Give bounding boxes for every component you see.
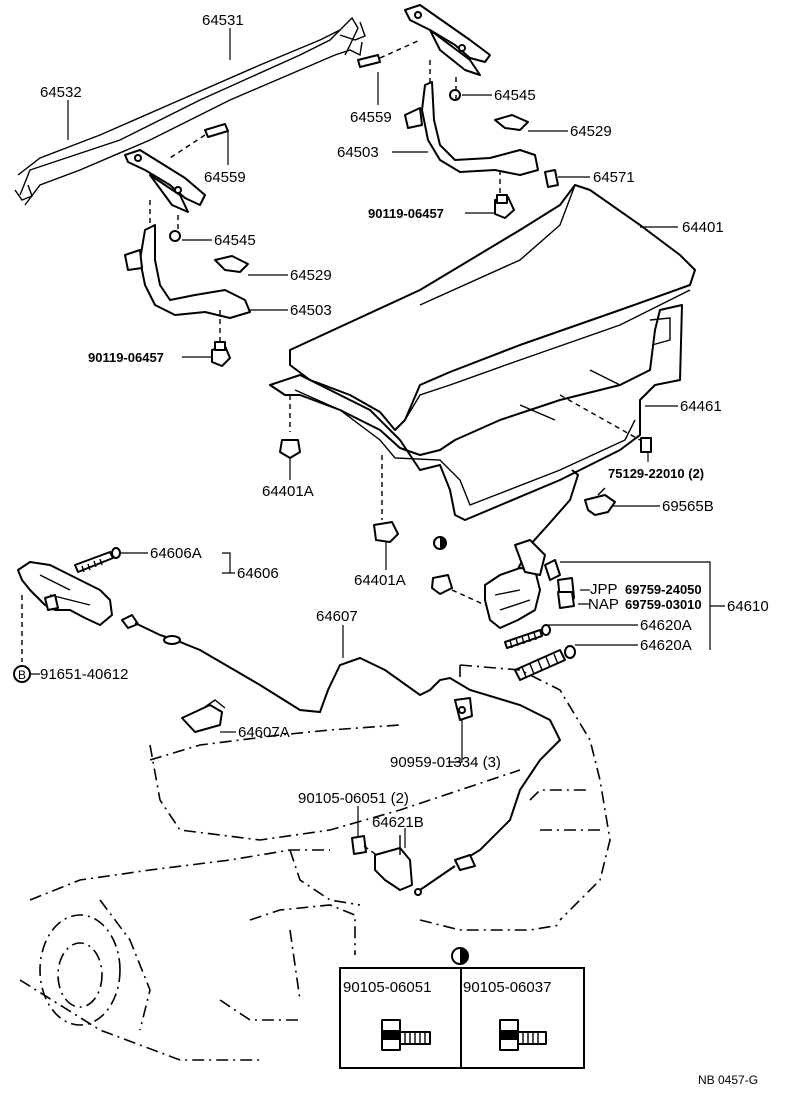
badge-b-label: B xyxy=(18,668,26,682)
label-64559-left: 64559 xyxy=(204,169,246,186)
label-64620a-upper: 64620A xyxy=(640,617,692,634)
left-hinge-group xyxy=(124,123,251,367)
label-64607: 64607 xyxy=(316,608,358,625)
label-90119-right: 90119-06457 xyxy=(368,206,444,221)
label-64545-right: 64545 xyxy=(494,87,536,104)
label-64559-right: 64559 xyxy=(350,109,392,126)
label-64401: 64401 xyxy=(682,219,724,236)
label-64532: 64532 xyxy=(40,84,82,101)
label-64461: 64461 xyxy=(680,398,722,415)
clamp-64607a xyxy=(181,699,226,733)
release-cable xyxy=(121,614,562,896)
label-90119-left: 90119-06457 xyxy=(88,350,164,365)
label-64401a-lower: 64401A xyxy=(354,572,406,589)
label-69759-03010: 69759-03010 xyxy=(625,597,702,612)
label-64545-left: 64545 xyxy=(214,232,256,249)
part-labels: 64531 64532 64559 64545 64529 64503 6457… xyxy=(40,12,769,1087)
label-64606a: 64606A xyxy=(150,545,202,562)
car-body-outline xyxy=(19,664,611,1061)
label-64571: 64571 xyxy=(593,169,635,186)
label-64607a: 64607A xyxy=(238,724,290,741)
label-64529-left: 64529 xyxy=(290,267,332,284)
clip-90959 xyxy=(454,697,473,721)
label-64503-right: 64503 xyxy=(337,144,379,161)
diagram-reference-code: NB 0457-G xyxy=(698,1073,758,1087)
right-hinge-group xyxy=(357,4,559,219)
bolt-left-icon xyxy=(381,1019,431,1051)
label-box-90105-06051: 90105-06051 xyxy=(343,979,431,996)
label-69565b: 69565B xyxy=(662,498,714,515)
label-jpp: JPP xyxy=(590,581,618,598)
bolt-detail-box xyxy=(339,947,585,1069)
bracket-64621b xyxy=(351,835,413,891)
clip-69565b xyxy=(584,487,616,516)
label-64531: 64531 xyxy=(202,12,244,29)
label-91651: 91651-40612 xyxy=(40,666,128,683)
label-nap: NAP xyxy=(588,596,619,613)
label-64503-left: 64503 xyxy=(290,302,332,319)
leader-lines xyxy=(30,28,725,848)
label-64620a-lower: 64620A xyxy=(640,637,692,654)
label-90105-top: 90105-06051 (2) xyxy=(298,790,409,807)
label-90959: 90959-01334 (3) xyxy=(390,754,501,771)
bolt-right-icon xyxy=(499,1019,547,1051)
torsion-bars xyxy=(14,16,366,206)
opener-lever-64606: B xyxy=(13,547,121,683)
lock-assembly xyxy=(431,469,580,681)
label-75129: 75129-22010 (2) xyxy=(608,466,704,481)
label-64401a-upper: 64401A xyxy=(262,483,314,500)
grommets xyxy=(279,439,399,543)
label-64606: 64606 xyxy=(237,565,279,582)
label-69759-24050: 69759-24050 xyxy=(625,582,702,597)
label-64610: 64610 xyxy=(727,598,769,615)
label-box-90105-06037: 90105-06037 xyxy=(463,979,551,996)
label-64529-right: 64529 xyxy=(570,123,612,140)
label-64621b: 64621B xyxy=(372,814,424,831)
trunk-lid xyxy=(269,184,696,521)
